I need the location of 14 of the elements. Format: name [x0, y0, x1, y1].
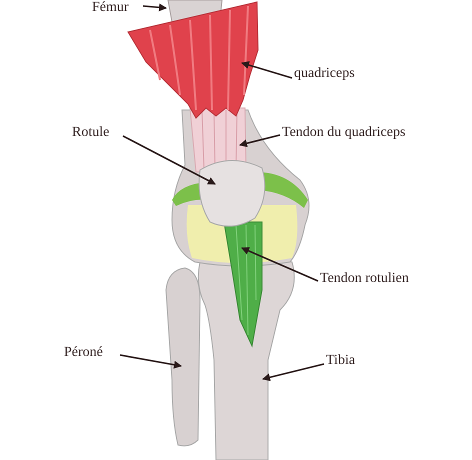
leader-arrow [262, 363, 324, 382]
part-label: Tendon rotulien [320, 271, 410, 287]
leader-arrow [241, 247, 318, 282]
part-label: Rotule [72, 125, 110, 141]
part-label: quadriceps [294, 66, 356, 82]
leader-arrow [122, 135, 216, 185]
leader-arrow [120, 354, 182, 369]
leader-arrow [241, 61, 292, 79]
part-label: Fémur [92, 0, 130, 16]
leader-arrow [239, 134, 280, 148]
part-label: Tendon du quadriceps [282, 125, 406, 141]
part-label: Tibia [326, 353, 356, 369]
leader-arrow [142, 3, 167, 12]
part-label: Péroné [64, 345, 104, 361]
